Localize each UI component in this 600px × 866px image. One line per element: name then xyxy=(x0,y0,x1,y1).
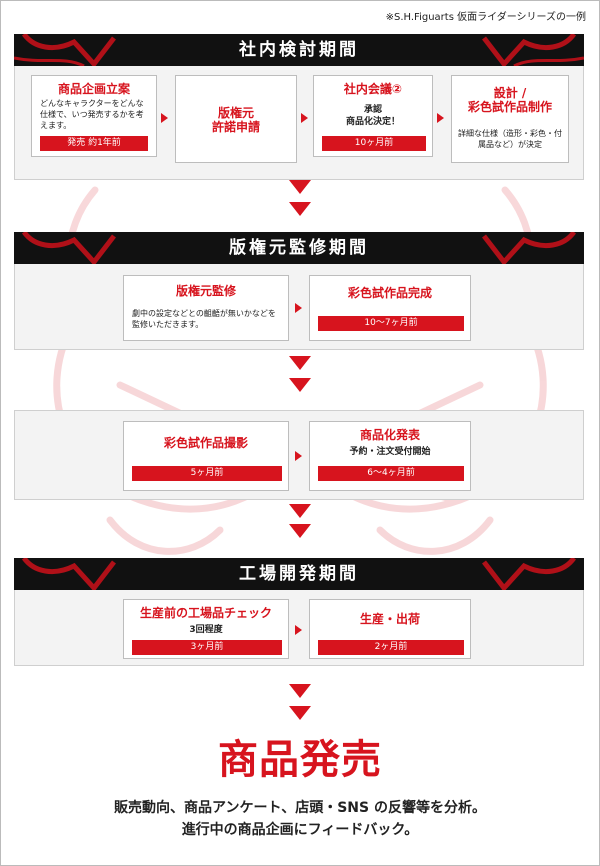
timing-bar: 3ヶ月前 xyxy=(132,640,282,655)
arrow-down-icon xyxy=(289,684,311,698)
section-announcement: 彩色試作品撮影 5ヶ月前 商品化発表 予約・注文受付開始 6〜4ヶ月前 xyxy=(14,410,584,500)
section-header: 工場開発期間 xyxy=(14,558,584,590)
card-design-prototype: 設計 / 彩色試作品制作 詳細な仕様（造形・彩色・付属品など）が決定 xyxy=(451,75,569,163)
header-ornament-left xyxy=(14,34,116,66)
card-title: 商品企画立案 xyxy=(57,82,130,96)
arrow-right-icon xyxy=(295,303,302,313)
header-ornament-right xyxy=(482,232,577,264)
card-license-request: 版権元 許諾申請 xyxy=(175,75,297,163)
header-ornament-right xyxy=(482,558,577,590)
timing-bar: 10〜7ヶ月前 xyxy=(318,316,464,331)
card-title: 社内会議② xyxy=(343,82,403,96)
card-title: 彩色試作品完成 xyxy=(347,286,432,300)
card-title: 商品化発表 xyxy=(359,428,420,442)
release-title: 商品発売 xyxy=(218,737,382,783)
arrow-right-icon xyxy=(437,113,444,123)
section-header: 社内検討期間 xyxy=(14,34,584,66)
card-licensor-review: 版権元監修 劇中の設定などとの齟齬が無いかなどを監修いただきます。 xyxy=(123,275,289,341)
card-description: 劇中の設定などとの齟齬が無いかなどを監修いただきます。 xyxy=(132,309,276,329)
card-product-announcement: 商品化発表 予約・注文受付開始 6〜4ヶ月前 xyxy=(309,421,471,491)
arrow-down-icon xyxy=(289,356,311,370)
card-production-shipping: 生産・出荷 2ヶ月前 xyxy=(309,599,471,659)
card-description: 詳細な仕様（造形・彩色・付属品など）が決定 xyxy=(458,129,562,149)
series-note: ※S.H.Figuarts 仮面ライダーシリーズの一例 xyxy=(385,12,586,23)
arrow-down-icon xyxy=(289,524,311,538)
card-internal-meeting: 社内会議② 承認 商品化決定！ 10ヶ月前 xyxy=(313,75,433,157)
card-title: 生産前の工場品チェック xyxy=(139,606,272,620)
header-ornament-left xyxy=(21,558,116,590)
release-summary-line-1: 販売動向、商品アンケート、店頭・SNS の反響等を分析。 xyxy=(114,800,486,816)
card-title: 設計 / 彩色試作品制作 xyxy=(467,86,552,114)
section-licensor-supervision: 版権元監修期間 版権元監修 劇中の設定などとの齟齬が無いかなどを監修いただきます… xyxy=(14,232,584,350)
card-subtitle: 3回程度 xyxy=(189,625,223,635)
card-subtitle: 承認 商品化決定！ xyxy=(345,105,400,127)
card-title: 彩色試作品撮影 xyxy=(163,436,248,450)
card-factory-check: 生産前の工場品チェック 3回程度 3ヶ月前 xyxy=(123,599,289,659)
card-title: 版権元監修 xyxy=(175,284,236,298)
card-photo-shoot: 彩色試作品撮影 5ヶ月前 xyxy=(123,421,289,491)
section-factory-development: 工場開発期間 生産前の工場品チェック 3回程度 3ヶ月前 生産・出荷 2ヶ月前 xyxy=(14,558,584,666)
section-title: 工場開発期間 xyxy=(239,564,359,584)
card-description: どんなキャラクターをどんな仕様で、いつ発売するかを考えます。 xyxy=(40,99,144,130)
arrow-down-icon xyxy=(289,504,311,518)
section-header: 版権元監修期間 xyxy=(14,232,584,264)
header-ornament-left xyxy=(21,232,116,264)
timing-bar: 5ヶ月前 xyxy=(132,466,282,481)
card-title: 版権元 許諾申請 xyxy=(211,106,260,134)
section-title: 版権元監修期間 xyxy=(229,238,369,258)
arrow-right-icon xyxy=(295,625,302,635)
section-internal-review: 社内検討期間 商品企画立案 どんなキャラクターをどんな仕様で、いつ発売するかを考… xyxy=(14,34,584,180)
release-summary-line-2: 進行中の商品企画にフィードバック。 xyxy=(181,822,419,838)
timing-bar: 発売 約1年前 xyxy=(40,136,148,151)
arrow-down-icon xyxy=(289,202,311,216)
card-product-planning: 商品企画立案 どんなキャラクターをどんな仕様で、いつ発売するかを考えます。 発売… xyxy=(31,75,157,157)
arrow-down-icon xyxy=(289,706,311,720)
card-subtitle: 予約・注文受付開始 xyxy=(349,447,431,457)
arrow-right-icon xyxy=(301,113,308,123)
card-color-prototype-complete: 彩色試作品完成 10〜7ヶ月前 xyxy=(309,275,471,341)
timing-bar: 6〜4ヶ月前 xyxy=(318,466,464,481)
timing-bar: 10ヶ月前 xyxy=(322,136,426,151)
arrow-down-icon xyxy=(289,180,311,194)
arrow-right-icon xyxy=(295,451,302,461)
timing-bar: 2ヶ月前 xyxy=(318,640,464,655)
header-ornament-right xyxy=(482,34,584,66)
arrow-right-icon xyxy=(161,113,168,123)
arrow-down-icon xyxy=(289,378,311,392)
card-title: 生産・出荷 xyxy=(359,612,420,626)
section-title: 社内検討期間 xyxy=(239,40,359,60)
